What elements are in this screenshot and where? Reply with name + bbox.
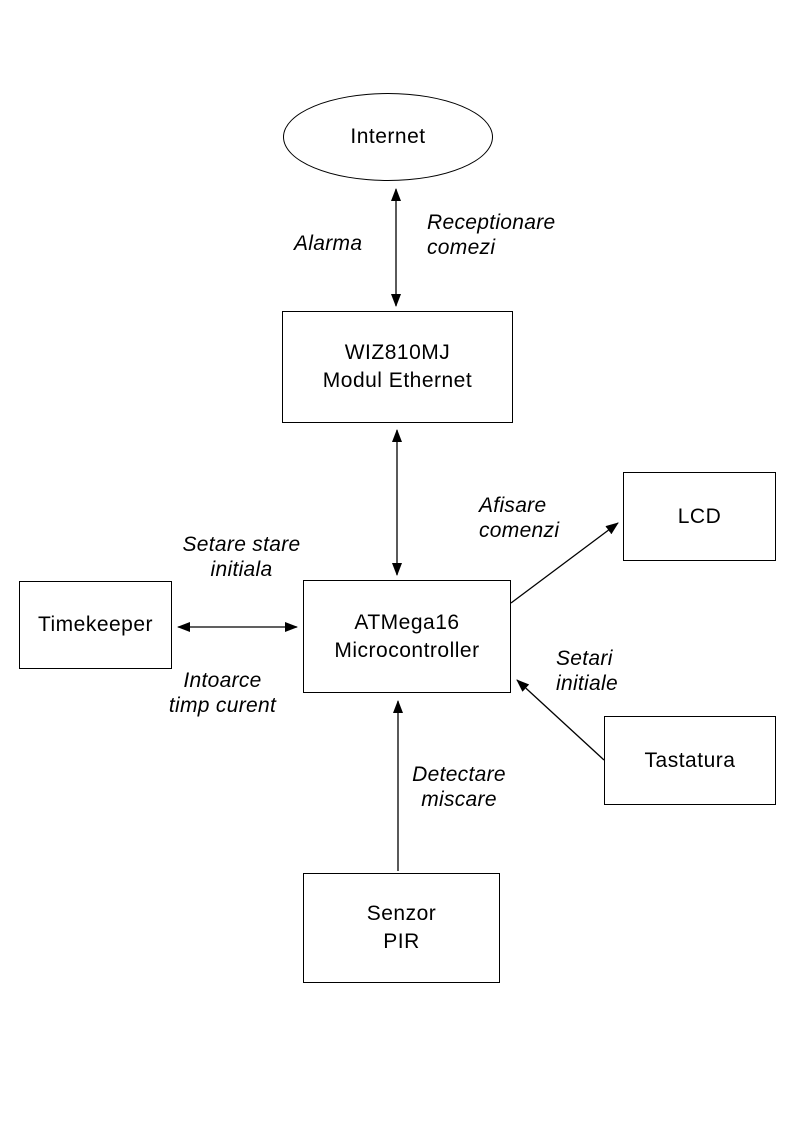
- edge-label-afisare-line2: comenzi: [479, 519, 560, 542]
- node-microcontroller-line1: ATMega16: [354, 610, 460, 634]
- node-keyboard-label: Tastatura: [644, 748, 736, 772]
- node-timekeeper: Timekeeper: [19, 581, 172, 669]
- node-ethernet-module-line2: Modul Ethernet: [322, 369, 473, 392]
- edge-label-detectare-miscare: Detectare miscare: [398, 762, 520, 812]
- node-ethernet-module: WIZ810MJ Modul Ethernet: [282, 311, 513, 423]
- node-pir-sensor-line1: Senzor: [366, 902, 437, 925]
- edge-label-alarma-text: Alarma: [294, 232, 363, 255]
- edge-label-receptionare-line1: Receptionare: [427, 211, 556, 234]
- edge-label-afisare-line1: Afisare: [479, 494, 547, 517]
- node-pir-sensor-line2: PIR: [383, 930, 420, 953]
- edge-label-afisare-comenzi: Afisare comenzi: [479, 493, 559, 543]
- edge-label-receptionare-line2: comezi: [427, 236, 496, 259]
- edge-label-intoarce-line1: Intoarce: [183, 669, 262, 692]
- edge-label-detectare-line2: miscare: [421, 788, 497, 811]
- edge-label-setari-line2: initiale: [556, 672, 618, 695]
- node-microcontroller: ATMega16 Microcontroller: [303, 580, 511, 693]
- edge-label-setari-line1: Setari: [556, 647, 613, 670]
- edge-label-setare-line1: Setare stare: [182, 533, 301, 556]
- node-lcd-label: LCD: [677, 504, 722, 528]
- edge-label-detectare-line1: Detectare: [412, 763, 506, 786]
- node-ethernet-module-line1: WIZ810MJ: [344, 341, 451, 364]
- edge-label-receptionare-comezi: Receptionare comezi: [427, 210, 556, 260]
- node-microcontroller-line2: Microcontroller: [334, 638, 480, 662]
- node-pir-sensor: Senzor PIR: [303, 873, 500, 983]
- edge-label-intoarce-timp: Intoarce timp curent: [150, 668, 295, 718]
- edge-label-intoarce-line2: timp curent: [168, 694, 277, 717]
- edge-label-setare-line2: initiala: [210, 558, 273, 581]
- node-internet-label: Internet: [350, 125, 426, 148]
- edge-label-setari-initiale: Setari initiale: [556, 646, 618, 696]
- edge-label-setare-stare: Setare stare initiala: [164, 532, 319, 582]
- node-timekeeper-label: Timekeeper: [37, 613, 154, 636]
- node-keyboard: Tastatura: [604, 716, 776, 805]
- edge-label-alarma: Alarma: [294, 231, 362, 256]
- node-internet: Internet: [283, 93, 493, 181]
- node-lcd: LCD: [623, 472, 776, 561]
